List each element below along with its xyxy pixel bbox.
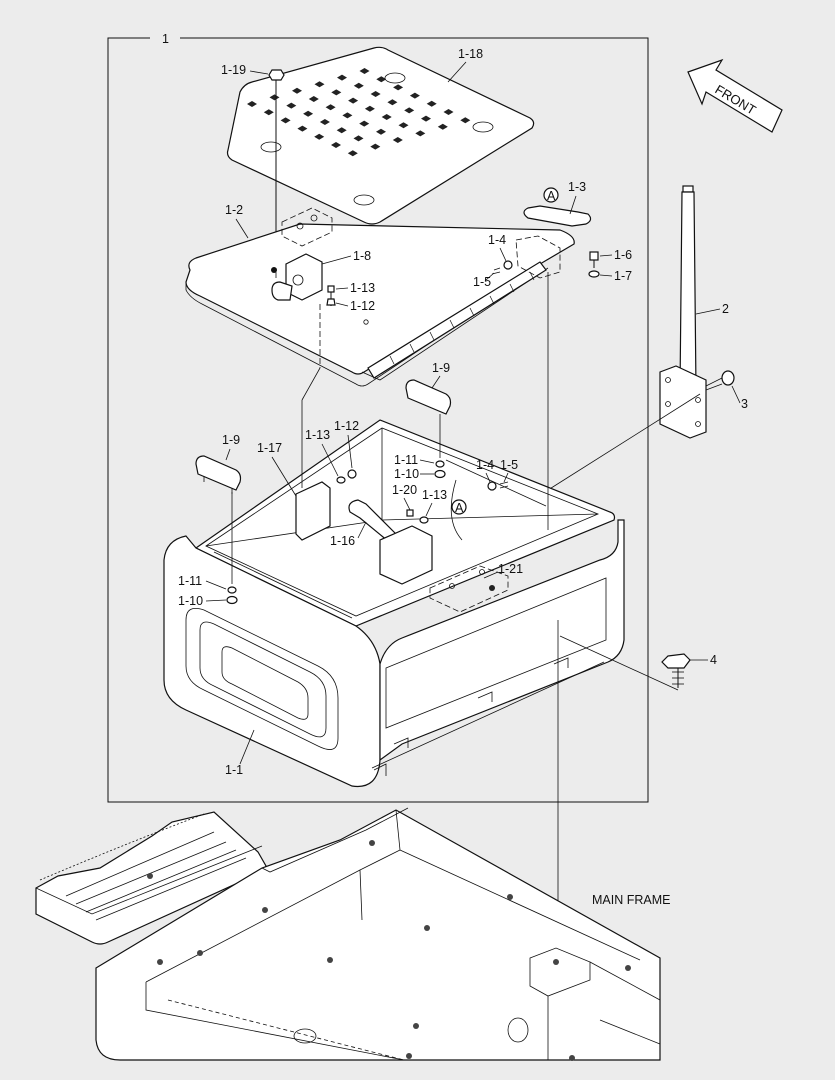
perforation-hole <box>314 133 325 140</box>
perforation-hole <box>460 117 471 124</box>
perforation-hole <box>404 107 415 114</box>
antenna-pole <box>659 185 707 439</box>
perforation-hole <box>392 137 403 143</box>
perforation-hole <box>292 87 302 94</box>
main-frame-label: MAIN FRAME <box>592 893 670 907</box>
perforation-hole <box>393 84 404 91</box>
front-direction-arrow: FRONT <box>687 58 783 133</box>
battery-box-body <box>163 419 625 788</box>
perforation-hole <box>331 142 341 148</box>
main-frame-structure <box>35 807 661 1061</box>
part-label-1-8: 1-8 <box>353 249 371 263</box>
part-label-1-12-box: 1-12 <box>334 419 359 433</box>
perforation-hole <box>376 128 386 135</box>
perforation-hole <box>387 99 398 106</box>
part-label-1-13-box: 1-13 <box>305 428 330 442</box>
perforation-hole <box>398 122 409 129</box>
perforation-hole <box>437 123 448 130</box>
part-label-1-10-box-right: 1-10 <box>394 467 419 481</box>
part-label-1-5-box: 1-5 <box>500 458 518 472</box>
callout-a-top: A <box>547 189 556 203</box>
handle-1-9-left <box>195 455 242 494</box>
perforation-hole <box>337 74 347 81</box>
perforation-hole <box>364 105 375 112</box>
part-label-1-18: 1-18 <box>458 47 483 61</box>
perforation-hole <box>347 150 358 157</box>
perforation-hole <box>381 114 392 120</box>
perforation-hole <box>421 115 431 122</box>
perforation-hole <box>415 130 426 137</box>
perforation-hole <box>336 127 347 134</box>
part-label-1-4-box: 1-4 <box>476 458 494 472</box>
perforation-hole <box>319 119 330 125</box>
perforation-hole <box>286 102 297 109</box>
callout-a-box: A <box>455 501 464 515</box>
perforation-hole <box>303 110 314 117</box>
support-rod-1-3: A <box>523 187 592 227</box>
perforation-hole <box>269 94 280 101</box>
perforation-hole <box>353 82 364 89</box>
perforation-hole <box>263 109 274 116</box>
part-label-1-11-box-right: 1-11 <box>394 453 418 467</box>
bolt-4 <box>661 653 691 688</box>
part-label-1-13-inner: 1-13 <box>422 488 447 502</box>
perforation-hole <box>314 81 325 88</box>
perforation-hole <box>331 89 342 96</box>
perforation-hole <box>370 143 381 150</box>
perforation-hole <box>308 96 319 102</box>
part-label-1-21: 1-21 <box>498 562 523 576</box>
part-label-1-4-lid: 1-4 <box>488 233 506 247</box>
lid-cover <box>185 207 575 387</box>
part-label-1-9-left: 1-9 <box>222 433 240 447</box>
perforation-hole <box>348 97 359 104</box>
part-label-1-12-lid: 1-12 <box>350 299 375 313</box>
perforation-hole <box>353 135 364 142</box>
part-label-4: 4 <box>710 653 717 667</box>
part-label-2: 2 <box>722 302 729 316</box>
perforation-hole <box>359 68 370 74</box>
perforation-hole <box>359 120 370 127</box>
part-label-1-3: 1-3 <box>568 180 586 194</box>
perforation-hole <box>297 125 308 132</box>
perforation-hole <box>247 101 257 107</box>
perforation-hole <box>409 92 420 99</box>
part-label-1-7: 1-7 <box>614 269 632 283</box>
part-label-1-1: 1-1 <box>225 763 243 777</box>
part-label-1-6: 1-6 <box>614 248 632 262</box>
part-label-1-17: 1-17 <box>257 441 282 455</box>
perforation-hole <box>376 76 387 83</box>
bolt-3 <box>705 370 735 391</box>
handle-1-9-right <box>405 379 452 415</box>
part-label-1-9-right: 1-9 <box>432 361 450 375</box>
part-label-1-19: 1-19 <box>221 63 246 77</box>
part-label-1-11-front: 1-11 <box>178 574 202 588</box>
part-label-1-20: 1-20 <box>392 483 417 497</box>
part-label-1-5-lid: 1-5 <box>473 275 491 289</box>
perforation-hole <box>443 109 454 115</box>
part-label-1-10-front: 1-10 <box>178 594 203 608</box>
perforation-hole <box>426 100 437 107</box>
perforation-hole <box>342 112 353 119</box>
perforation-hole <box>280 117 291 124</box>
part-label-1-2: 1-2 <box>225 203 243 217</box>
part-label-1-13-lid: 1-13 <box>350 281 375 295</box>
perforation-hole <box>325 104 336 111</box>
part-label-1-16: 1-16 <box>330 534 355 548</box>
part-label-3: 3 <box>741 397 748 411</box>
perforated-mat-plate <box>226 46 535 225</box>
part-label-1: 1 <box>162 32 169 46</box>
perforation-hole <box>370 91 381 97</box>
